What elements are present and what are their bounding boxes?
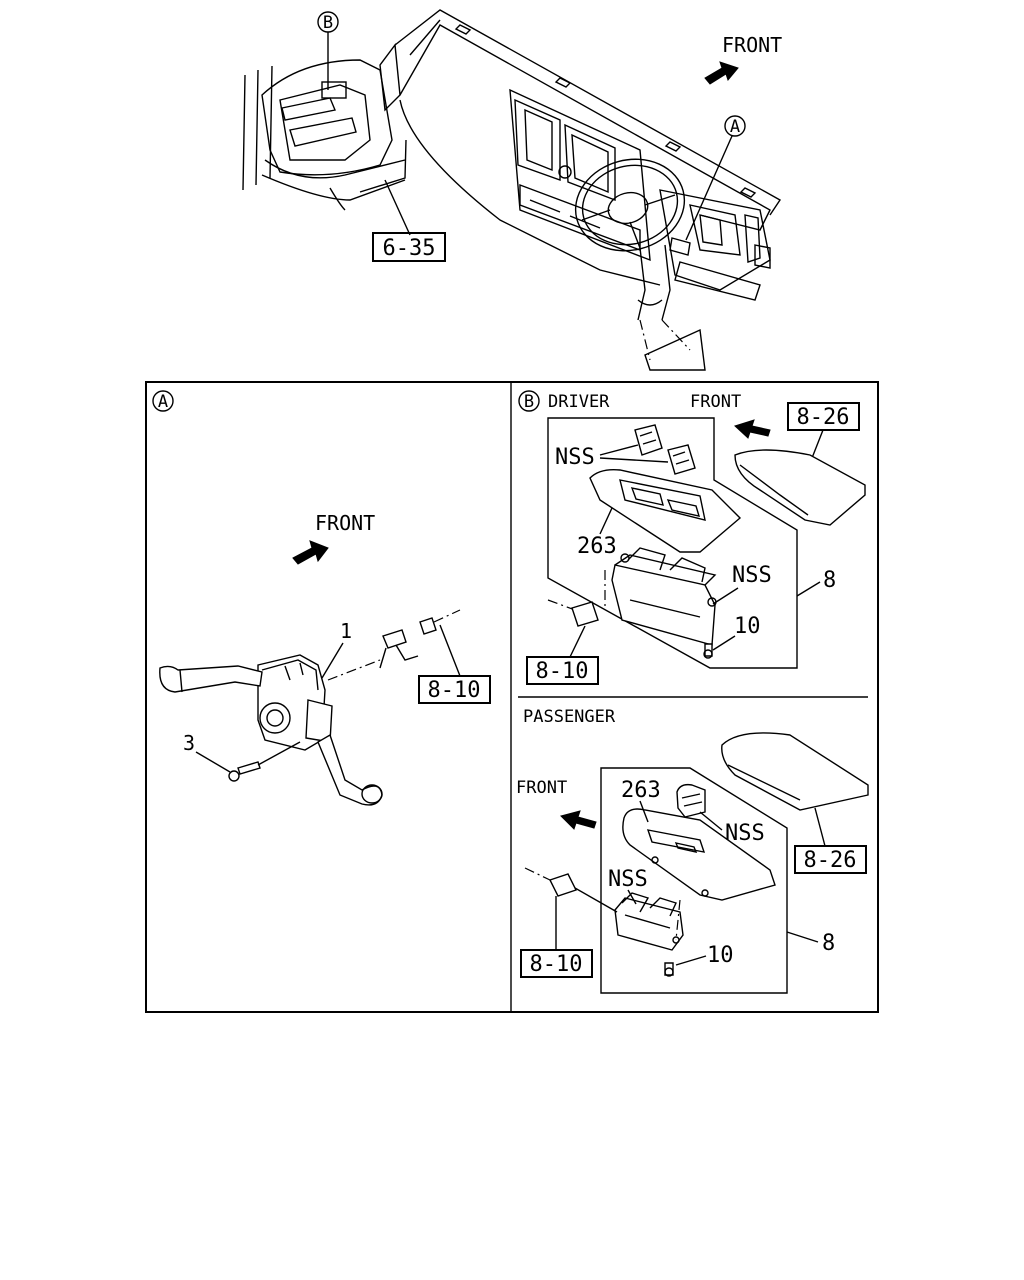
callout-a-overview: A — [685, 115, 746, 241]
driver-nss-right-label: NSS — [732, 563, 772, 588]
callout-a-letter: A — [730, 117, 740, 137]
panel-a: A FRONT 1 — [152, 390, 491, 806]
front-arrow-icon — [704, 61, 739, 85]
driver-front-label: FRONT — [690, 392, 741, 412]
passenger-ref-8-26: 8-26 — [804, 848, 857, 873]
ref-6-35: 6-35 — [372, 232, 446, 262]
callout-b-overview: B — [317, 11, 339, 90]
driver-part-10-label: 10 — [734, 614, 761, 639]
driver-nss-top-label: NSS — [555, 445, 595, 470]
ref-8-26-box — [794, 845, 867, 874]
panel-a-ref-8-10: 8-10 — [428, 678, 481, 703]
passenger-nss-left-label: NSS — [608, 867, 648, 892]
ref-6-35-label: 6-35 — [383, 236, 436, 261]
passenger-nss-right-label: NSS — [725, 821, 765, 846]
ref-8-10-box — [418, 675, 491, 704]
driver-part-8-label: 8 — [823, 568, 836, 593]
front-label-overview: FRONT — [722, 33, 782, 57]
panel-b-driver: B DRIVER FRONT 8-26 NSS 263 NSS — [518, 390, 866, 685]
front-arrow-icon — [560, 810, 597, 830]
front-arrow-icon — [734, 419, 771, 439]
passenger-part-8-label: 8 — [822, 931, 835, 956]
panel-a-marker: A — [158, 392, 168, 412]
detail-frame — [145, 381, 879, 1013]
driver-part-263-label: 263 — [577, 534, 617, 559]
driver-ref-8-10: 8-10 — [536, 659, 589, 684]
cab-dashboard-overview — [242, 9, 782, 371]
combination-switch — [159, 609, 461, 806]
passenger-part-10-label: 10 — [707, 943, 734, 968]
front-arrow-icon — [292, 540, 329, 565]
callout-b-letter: B — [323, 13, 333, 33]
passenger-ref-8-10: 8-10 — [530, 952, 583, 977]
front-arrow-overview: FRONT — [704, 33, 782, 85]
panel-b-passenger: PASSENGER FRONT 8-26 263 NSS NSS — [516, 707, 869, 994]
driver-ref-8-26: 8-26 — [797, 405, 850, 430]
driver-heading: DRIVER — [548, 392, 610, 412]
passenger-front-label: FRONT — [516, 778, 567, 798]
panel-a-front-label: FRONT — [315, 511, 375, 535]
passenger-heading: PASSENGER — [523, 707, 616, 727]
ref-8-10-box — [520, 949, 593, 978]
part-1-label: 1 — [340, 619, 352, 643]
screw-part-3 — [228, 741, 301, 782]
panel-b-marker: B — [524, 392, 534, 412]
ref-8-26-box — [787, 402, 860, 431]
ref-8-10-box — [526, 656, 599, 685]
part-3-label: 3 — [183, 731, 195, 755]
passenger-part-263-label: 263 — [621, 778, 661, 803]
